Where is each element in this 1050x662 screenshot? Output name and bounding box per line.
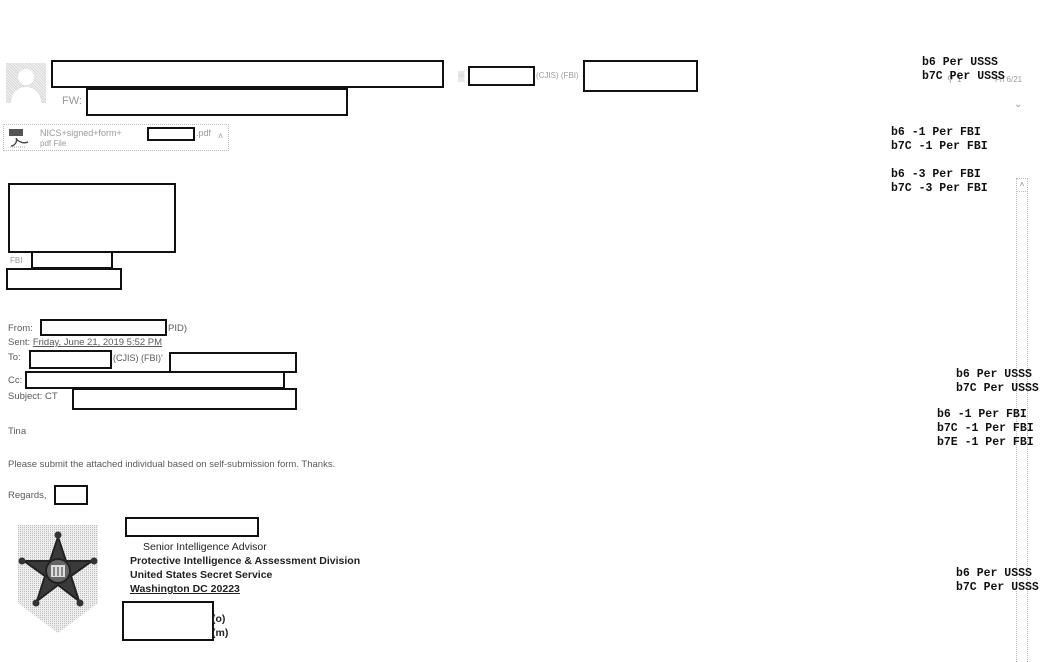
- redacted-sender-first-name: [54, 485, 88, 505]
- message-body: Please submit the attached individual ba…: [8, 459, 336, 470]
- message-date: Fri 6/21: [995, 75, 1023, 84]
- greeting: Tina: [8, 426, 27, 437]
- attachment-name-suffix: .pdf: [196, 128, 212, 138]
- signature-division: Protective Intelligence & Assessment Div…: [130, 555, 361, 567]
- subject-prefix: FW:: [62, 95, 82, 107]
- signature-title: Senior Intelligence Advisor: [143, 541, 267, 553]
- from-suffix: PID): [168, 323, 187, 334]
- signature-address: Washington DC 20223: [130, 583, 240, 595]
- closing: Regards,: [8, 490, 47, 501]
- from-label: From:: [8, 323, 33, 334]
- to-suffix: (CJIS) (FBI)': [113, 353, 163, 363]
- redacted-subject-body: [72, 388, 297, 410]
- redacted-from-name: [40, 319, 167, 336]
- signature-agency: United States Secret Service: [130, 569, 273, 581]
- forward-org-label: FBI: [10, 256, 23, 265]
- subject-label: Subject:: [8, 391, 43, 402]
- sender-avatar: [6, 63, 46, 103]
- pdf-icon: [9, 129, 29, 148]
- to-label: To:: [8, 352, 21, 363]
- redacted-to-name-1: [29, 350, 112, 369]
- redacted-to-name-2: [169, 352, 297, 373]
- recipient-suffix: (CJIS) (FBI): [536, 71, 579, 80]
- secret-service-star-badge-icon: [18, 525, 98, 633]
- to-line: To:: [8, 351, 21, 364]
- from-line: From:: [8, 322, 33, 335]
- sent-line: Sent: Friday, June 21, 2019 5:52 PM: [8, 336, 162, 349]
- expand-header-chevron-icon[interactable]: ⌄: [1014, 99, 1023, 110]
- subject-prefix: CT: [44, 391, 58, 402]
- redacted-sender-name: [51, 60, 444, 88]
- redacted-cc: [25, 371, 285, 389]
- attachment-count: 1: [957, 75, 962, 84]
- redacted-recipient-name: [468, 66, 535, 86]
- attachment-menu-chevron-icon[interactable]: ˄: [218, 131, 224, 141]
- cc-line: Cc:: [8, 374, 22, 387]
- attachment-item[interactable]: NICS+signed+form+ .pdf pdf File ˄: [3, 124, 229, 151]
- redacted-signature-name: [125, 517, 259, 537]
- paperclip-icon: ⚲: [947, 74, 954, 84]
- redacted-recipient-2: [583, 60, 698, 92]
- vertical-scrollbar[interactable]: [1016, 178, 1028, 662]
- sent-value: Friday, June 21, 2019 5:52 PM: [32, 337, 163, 348]
- signature-block: Senior Intelligence Advisor Protective I…: [130, 540, 360, 596]
- sender-small-icon: ▒: [458, 71, 465, 81]
- phone-mobile-suffix: (m): [212, 627, 229, 639]
- attachment-type: pdf File: [40, 139, 67, 148]
- phone-office-suffix: (o): [212, 613, 226, 625]
- redacted-forward-signature: [6, 268, 122, 290]
- cc-label: Cc:: [8, 375, 23, 386]
- attachment-name-prefix: NICS+signed+form+: [40, 128, 122, 138]
- redacted-forward-note: [8, 183, 176, 253]
- redacted-subject: [86, 88, 348, 116]
- redacted-forward-name: [31, 251, 113, 269]
- scroll-up-arrow-icon[interactable]: ˄: [1016, 178, 1028, 192]
- redacted-phone-numbers: [122, 601, 214, 641]
- subject-line: Subject: CT: [8, 390, 58, 403]
- redacted-attachment-name: [147, 127, 195, 141]
- sent-label: Sent:: [8, 337, 31, 348]
